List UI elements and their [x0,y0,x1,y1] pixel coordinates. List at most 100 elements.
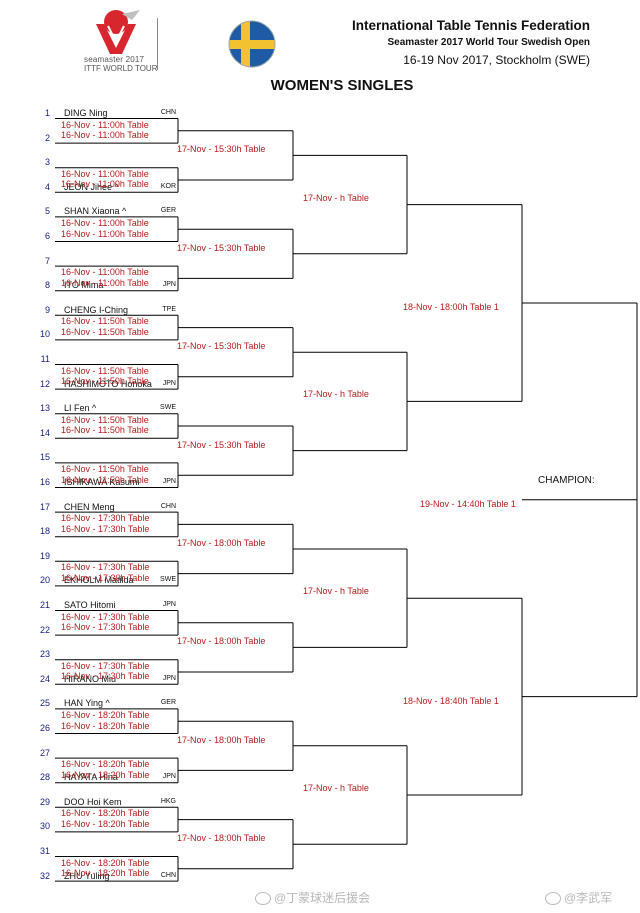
round2-match-label: 17-Nov - 15:30h Table [177,341,266,352]
seed-number: 24 [40,673,51,684]
round1-match-label: 16-Nov - 11:50h Table [61,365,149,376]
player-name: CHEN Meng [64,501,115,512]
logo-divider [157,18,158,70]
round1-match-label: 16-Nov - 17:30h Table [61,622,150,633]
seed-number: 15 [40,452,51,463]
organization-name: International Table Tennis Federation [351,18,590,33]
round1-match-label: 16-Nov - 17:30h Table [61,562,150,573]
quarterfinal-match-label: 17-Nov - h Table [303,783,369,793]
logo-line-2: ITTF WORLD TOUR [84,64,158,73]
sweden-flag-icon [228,20,276,68]
round2-match-label: 17-Nov - 18:00h Table [177,636,266,647]
seed-number: 19 [40,550,51,561]
player-nation: SWE [160,576,176,584]
player-name: CHENG I-Ching [64,304,129,315]
round2-match-label: 17-Nov - 15:30h Table [177,439,266,450]
quarterfinal-match-label: 17-Nov - h Table [303,586,369,597]
seed-number: 11 [40,354,50,364]
player-name: JEON Jihee ^ [64,181,119,192]
player-nation: CHN [160,871,176,879]
semifinal-match-label: 18-Nov - 18:00h Table 1 [403,302,499,312]
round1-match-label: 16-Nov - 11:50h Table [61,425,149,436]
weibo-icon [545,892,561,906]
round1-match-label: 16-Nov - 17:30h Table [61,572,150,583]
seed-number: 30 [40,821,51,832]
player-nation: JPN [162,601,176,608]
round1-match-label: 16-Nov - 17:30h Table [61,671,150,682]
semifinal-match-label: 18-Nov - 18:40h Table 1 [403,695,499,706]
round1-match-label: 16-Nov - 18:20h Table [61,709,150,720]
round1-match-label: 16-Nov - 11:00h Table [61,119,149,130]
seed-number: 12 [40,378,51,389]
final-match-label: 19-Nov - 14:40h Table 1 [420,498,516,509]
player-name: ISHIKAWA Kasumi [64,477,140,487]
round1-match-label: 16-Nov - 11:00h Table [61,277,149,288]
quarterfinal-match-label: 17-Nov - h Table [303,389,369,400]
event-name: Seamaster 2017 World Tour Swedish Open [387,37,590,48]
player-nation: GER [160,699,176,707]
header: seamaster 2017 ITTF WORLD TOUR Internati… [0,0,640,100]
round1-match-label: 16-Nov - 11:50h Table [61,376,149,387]
round1-match-label: 16-Nov - 11:50h Table [61,474,149,485]
round1-match-label: 16-Nov - 11:00h Table [61,228,149,239]
player-nation: JPN [162,281,176,289]
seed-number: 4 [44,181,50,192]
seed-number: 26 [40,723,51,733]
player-nation: JPN [162,773,176,781]
round1-match-label: 16-Nov - 18:20h Table [61,868,150,879]
round1-match-label: 16-Nov - 17:30h Table [61,513,150,524]
seamaster-logo [82,8,152,74]
seed-number: 29 [40,796,51,807]
seed-number: 9 [44,304,50,315]
seed-number: 18 [40,526,51,537]
player-nation: JPN [162,674,176,682]
player-name: DOO Hoi Kem [64,796,122,807]
weibo-icon [255,892,271,906]
watermark-1: @丁蒙球迷后援会 [255,889,370,906]
seed-number: 13 [40,403,51,414]
player-nation: JPN [162,379,176,387]
player-name: EKHOLM Matilda [64,575,134,586]
round1-match-label: 16-Nov - 11:50h Table [61,414,149,425]
round2-match-label: 17-Nov - 18:00h Table [177,538,266,548]
round1-match-label: 16-Nov - 11:00h Table [61,267,149,278]
round1-match-label: 16-Nov - 11:00h Table [61,130,149,141]
seed-number: 7 [44,255,50,266]
round1-match-label: 16-Nov - 11:00h Table [61,168,149,179]
seed-number: 22 [40,624,51,635]
seed-number: 21 [40,600,51,610]
player-name: SATO Hitomi [64,600,116,610]
round1-match-label: 16-Nov - 11:50h Table [61,463,149,474]
round1-match-label: 16-Nov - 18:20h Table [61,808,150,819]
round1-match-label: 16-Nov - 18:20h Table [61,720,150,731]
player-nation: GER [160,207,176,215]
champion-label: CHAMPION: [538,475,595,486]
round1-match-label: 16-Nov - 11:50h Table [61,326,149,337]
round2-match-label: 17-Nov - 15:30h Table [177,144,266,155]
round2-match-label: 17-Nov - 15:30h Table [177,242,266,253]
player-nation: CHN [160,109,176,116]
seed-number: 25 [40,698,51,709]
seed-number: 10 [40,329,51,340]
logo-line-1: seamaster 2017 [84,55,145,64]
event-dates: 16-19 Nov 2017, Stockholm (SWE) [403,53,590,67]
round1-match-label: 16-Nov - 11:50h Table [61,316,149,327]
player-name: LI Fen ^ [64,403,97,414]
watermark-2: @李武军 [545,889,612,906]
round1-match-label: 16-Nov - 18:20h Table [61,818,150,829]
player-name: ZHU Yuling [64,870,110,881]
player-name: ITO Mima [64,280,104,291]
player-name: HASHIMOTO Honoka [64,378,152,389]
seed-number: 14 [40,427,51,438]
round1-match-label: 16-Nov - 18:20h Table [61,759,150,770]
player-name: SHAN Xiaona ^ [64,206,127,217]
seed-number: 3 [44,157,50,168]
seed-number: 8 [44,280,50,291]
watermark-2-text: @李武军 [564,891,613,905]
player-nation: JPN [162,478,176,485]
player-nation: SWE [160,404,176,412]
round1-match-label: 16-Nov - 17:30h Table [61,660,150,671]
round2-match-label: 17-Nov - 18:00h Table [177,734,266,745]
player-name: HIRANO Miu [64,673,117,684]
